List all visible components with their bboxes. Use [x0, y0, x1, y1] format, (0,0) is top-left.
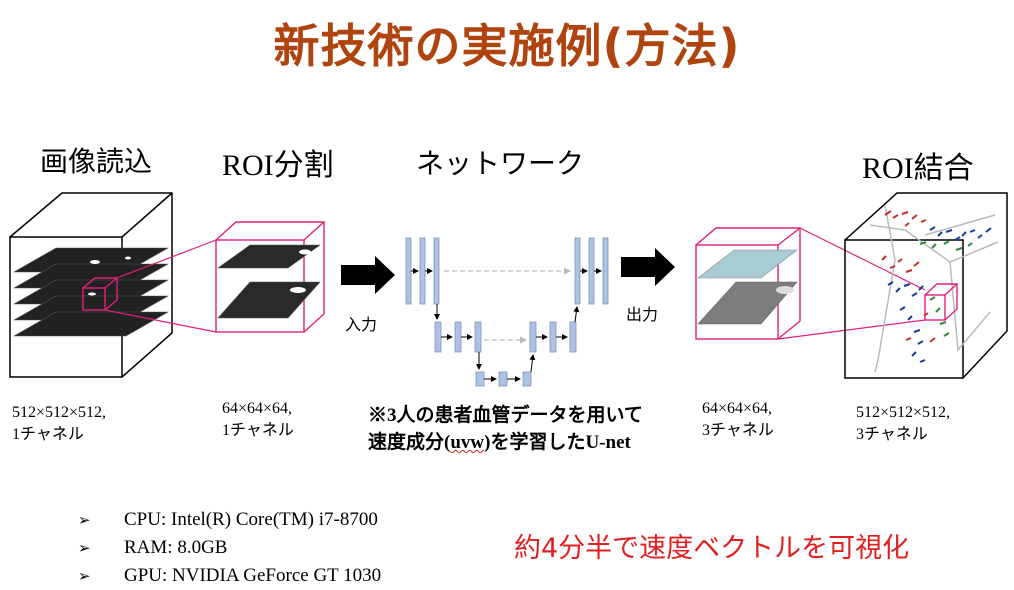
arrow-bullet-icon: ➢	[78, 511, 91, 529]
network-note-line2: 速度成分(uvw)を学習したU-net	[368, 432, 631, 453]
input-arrow	[341, 256, 395, 294]
arrow-bullet-icon: ➢	[78, 539, 91, 557]
output-roi-dims-size: 64×64×64,	[702, 400, 773, 417]
roi-cube-output	[695, 227, 801, 340]
roi-dims-channels: 1チャネル	[222, 422, 294, 439]
roi-dims-size: 64×64×64,	[222, 400, 293, 417]
input-dims-channels: 1チャネル	[12, 426, 84, 443]
unet-diagram	[405, 237, 609, 387]
roi-dims-caption: 64×64×64, 1チャネル	[222, 398, 294, 442]
spec-ram: ➢RAM: 8.0GB	[78, 534, 381, 562]
input-dims-caption: 512×512×512, 1チャネル	[12, 402, 106, 446]
stage-label-network: ネットワーク	[416, 147, 585, 180]
output-roi-dims-channels: 3チャネル	[702, 422, 774, 439]
slide-title: 新技術の実施例(方法)	[273, 19, 741, 73]
result-statement: 約4分半で速度ベクトルを可視化	[514, 533, 910, 564]
input-arrow-label: 入力	[345, 315, 378, 334]
input-dims-size: 512×512×512,	[12, 404, 107, 421]
merged-dims-channels: 3チャネル	[856, 426, 928, 443]
input-volume-cube	[9, 192, 173, 378]
spec-gpu: ➢GPU: NVIDIA GeForce GT 1030	[78, 562, 381, 590]
merged-dims-caption: 512×512×512, 3チャネル	[856, 402, 950, 446]
hardware-spec-list: ➢CPU: Intel(R) Core(TM) i7-8700 ➢RAM: 8.…	[78, 506, 381, 590]
stage-label-roi-merge: ROI結合	[862, 152, 974, 185]
network-training-note: ※3人の患者血管データを用いて 速度成分(uvw)を学習したU-net	[368, 402, 643, 456]
spec-cpu: ➢CPU: Intel(R) Core(TM) i7-8700	[78, 506, 381, 534]
network-note-line1: ※3人の患者血管データを用いて	[368, 405, 643, 426]
merged-dims-size: 512×512×512,	[856, 404, 951, 421]
roi-cube-input	[215, 221, 325, 333]
stage-label-read: 画像読込	[40, 145, 153, 178]
merged-volume-cube	[844, 192, 1008, 379]
output-arrow-label: 出力	[626, 305, 659, 324]
stage-label-roi-split: ROI分割	[222, 149, 334, 182]
arrow-bullet-icon: ➢	[78, 567, 91, 585]
output-arrow	[621, 248, 675, 286]
output-roi-dims-caption: 64×64×64, 3チャネル	[702, 398, 774, 442]
